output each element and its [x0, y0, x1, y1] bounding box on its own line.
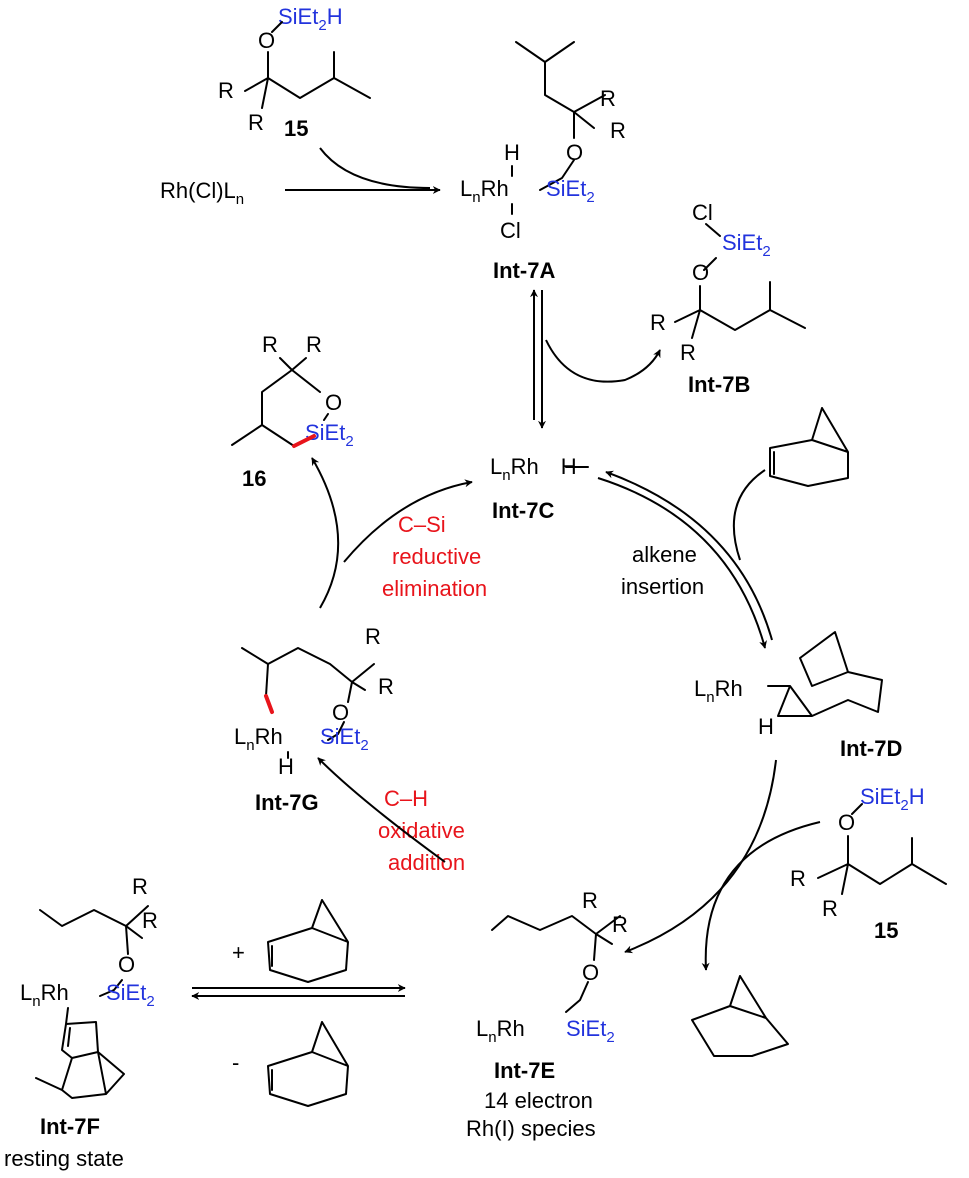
- svg-text:reductive: reductive: [392, 544, 481, 569]
- svg-text:C–H: C–H: [384, 786, 428, 811]
- product-16-structure: R R O SiEt2: [231, 332, 354, 450]
- svg-text:Cl: Cl: [500, 218, 521, 243]
- svg-text:R: R: [132, 874, 148, 899]
- svg-text:O: O: [258, 28, 275, 53]
- svg-text:SiEt2: SiEt2: [320, 724, 369, 754]
- svg-text:O: O: [332, 700, 349, 725]
- svg-text:elimination: elimination: [382, 576, 487, 601]
- int-7a-structure: R R O H LnRh SiEt2 Cl: [460, 41, 626, 243]
- int-7d-structure: LnRh H: [694, 631, 883, 739]
- svg-text:R: R: [306, 332, 322, 357]
- arrow-norbornene-in: [732, 469, 766, 561]
- svg-text:O: O: [118, 952, 135, 977]
- svg-text:R: R: [650, 310, 666, 335]
- svg-text:LnRh: LnRh: [460, 176, 509, 206]
- svg-text:R: R: [378, 674, 394, 699]
- arrow-norbornane-out: [701, 821, 821, 971]
- svg-text:LnRh: LnRh: [20, 980, 69, 1010]
- arrow-7c-to-7d: [597, 477, 767, 649]
- svg-text:SiEt2: SiEt2: [106, 980, 155, 1010]
- svg-text:SiEt2H: SiEt2H: [860, 784, 925, 814]
- svg-text:O: O: [838, 810, 855, 835]
- norbornene-minus: [267, 1021, 349, 1107]
- svg-text:R: R: [582, 888, 598, 913]
- int-7f-structure: R R O LnRh SiEt2: [20, 874, 158, 1099]
- arrow-7e-to-7g: [317, 757, 446, 863]
- step-oxidative-addition: C–H oxidative addition: [378, 786, 465, 875]
- int-7g-structure: R R O LnRh SiEt2 H: [234, 624, 394, 779]
- svg-text:R: R: [610, 118, 626, 143]
- arrow-release-7b: [545, 339, 661, 383]
- svg-text:insertion: insertion: [621, 574, 704, 599]
- silane-15-right: SiEt2H O R R 15: [790, 784, 947, 943]
- svg-text:SiEt2: SiEt2: [546, 176, 595, 206]
- svg-text:SiEt2: SiEt2: [305, 420, 354, 450]
- arrow-7g-to-16: [311, 457, 340, 609]
- arrow-7d-to-7e: [624, 759, 777, 954]
- arrow-7d-to-7c: [605, 470, 773, 641]
- svg-text:H: H: [278, 754, 294, 779]
- int-7g-label: Int-7G: [255, 790, 319, 815]
- svg-text:O: O: [582, 960, 599, 985]
- int-7a-label: Int-7A: [493, 258, 555, 283]
- svg-text:LnRh: LnRh: [476, 1016, 525, 1046]
- int-7f-label: Int-7F: [40, 1114, 100, 1139]
- int-7b-label: Int-7B: [688, 372, 750, 397]
- plus-sign: +: [232, 940, 245, 965]
- svg-text:H: H: [758, 714, 774, 739]
- arrow-silane-in: [319, 147, 431, 189]
- svg-text:R: R: [822, 896, 838, 921]
- svg-text:O: O: [566, 140, 583, 165]
- svg-text:O: O: [692, 260, 709, 285]
- svg-text:R: R: [600, 86, 616, 111]
- minus-sign: -: [232, 1050, 239, 1075]
- svg-text:H: H: [504, 140, 520, 165]
- rh-precursor: Rh(Cl)Ln: [160, 178, 244, 208]
- int-7e-structure: R R O LnRh SiEt2: [476, 888, 628, 1046]
- svg-text:R: R: [680, 340, 696, 365]
- int-7e-desc-2: Rh(I) species: [466, 1116, 596, 1141]
- svg-text:R: R: [218, 78, 234, 103]
- svg-text:SiEt2: SiEt2: [566, 1016, 615, 1046]
- svg-text:Cl: Cl: [692, 200, 713, 225]
- silane-15-top: SiEt2H O R R 15: [218, 4, 371, 141]
- int-7f-desc: resting state: [4, 1146, 124, 1171]
- int-7c-label: Int-7C: [492, 498, 554, 523]
- norbornane-product: [691, 975, 789, 1057]
- svg-text:addition: addition: [388, 850, 465, 875]
- svg-text:R: R: [365, 624, 381, 649]
- int-7e-label: Int-7E: [494, 1058, 555, 1083]
- svg-text:15: 15: [874, 918, 898, 943]
- svg-text:R: R: [142, 908, 158, 933]
- svg-text:R: R: [248, 110, 264, 135]
- svg-text:15: 15: [284, 116, 308, 141]
- svg-text:SiEt2: SiEt2: [722, 230, 771, 260]
- norbornene-plus: [267, 899, 349, 983]
- svg-text:R: R: [262, 332, 278, 357]
- step-alkene-insertion: alkene insertion: [621, 542, 704, 599]
- int-7d-label: Int-7D: [840, 736, 902, 761]
- product-16-label: 16: [242, 466, 266, 491]
- svg-text:alkene: alkene: [632, 542, 697, 567]
- svg-text:R: R: [612, 912, 628, 937]
- svg-text:SiEt2H: SiEt2H: [278, 4, 343, 34]
- arrow-to-7c: [343, 479, 473, 563]
- norbornene-top-right: [769, 407, 849, 487]
- svg-text:R: R: [790, 866, 806, 891]
- step-reductive-elimination: C–Si reductive elimination: [382, 512, 487, 601]
- svg-text:LnRh: LnRh: [234, 724, 283, 754]
- svg-text:LnRh: LnRh: [694, 676, 743, 706]
- svg-text:O: O: [325, 390, 342, 415]
- int-7b-structure: Cl SiEt2 O R R: [650, 200, 806, 365]
- svg-text:C–Si: C–Si: [398, 512, 446, 537]
- int-7e-desc-1: 14 electron: [484, 1088, 593, 1113]
